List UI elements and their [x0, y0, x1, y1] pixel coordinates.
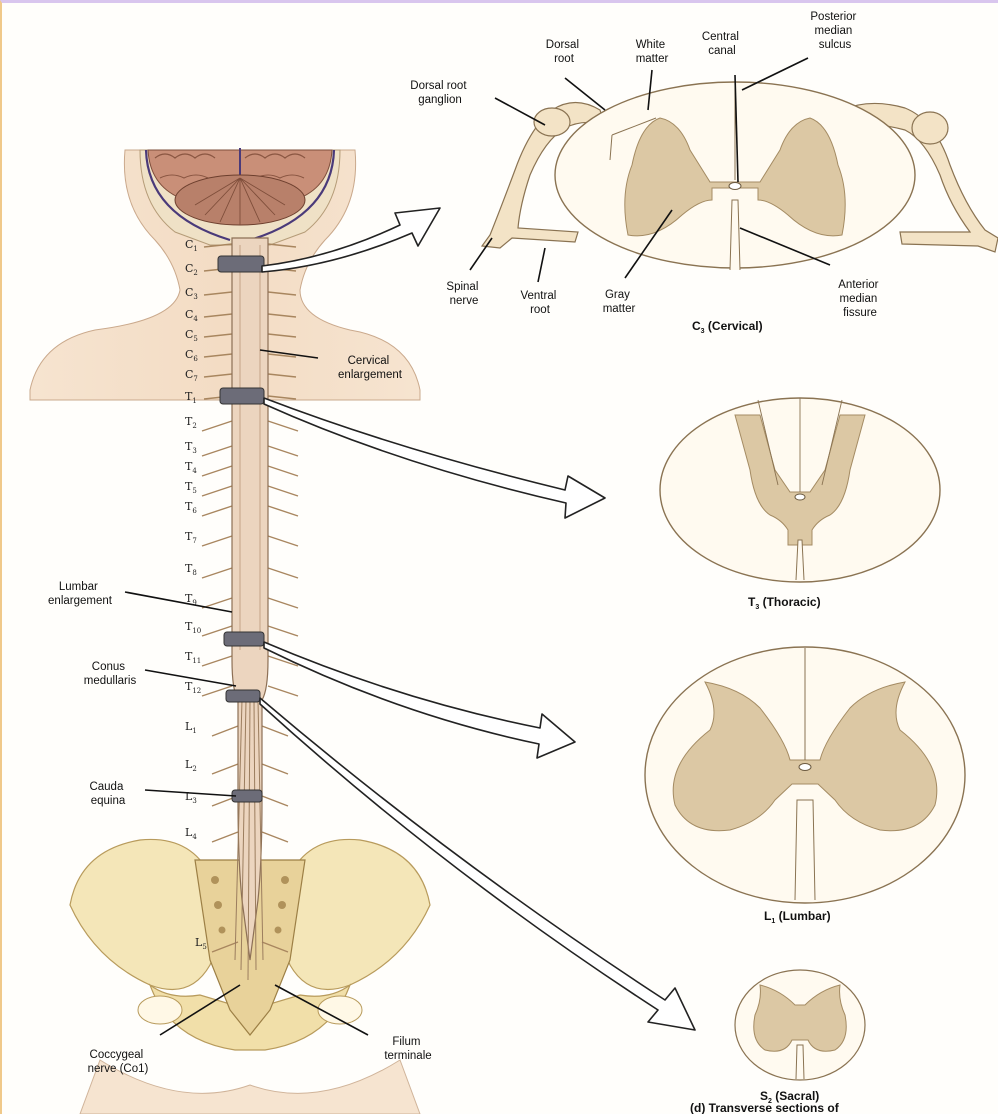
spinal-nerve-branch	[202, 506, 232, 516]
spinal-nerve-branch	[212, 832, 238, 842]
label-coccygeal-nerve: Coccygeal nerve (Co1)	[88, 1049, 149, 1075]
spinal-nerve-branch	[262, 796, 288, 806]
label-filum-terminale: Filum terminale	[384, 1036, 431, 1062]
label-gray-matter: Gray matter	[603, 289, 636, 315]
label-cauda-equina: Cauda equina	[89, 781, 126, 807]
sacral-section: S2 (Sacral)	[735, 970, 865, 1105]
vertebra-label: T3	[185, 440, 197, 455]
spinal-nerve-branch	[268, 686, 298, 696]
lumbar-central-canal	[799, 764, 811, 771]
vertebra-label: T5	[185, 480, 197, 495]
spinal-nerve-branch	[268, 446, 298, 456]
vertebra-label: T4	[185, 460, 197, 475]
spinal-nerve-branch	[268, 486, 298, 496]
label-spinal-nerve: Spinal nerve	[446, 281, 481, 307]
central-canal	[729, 183, 741, 190]
arrow-thoracic	[264, 398, 605, 518]
label-ventral-root: Ventral root	[520, 290, 559, 316]
vertebra-label: L4	[185, 826, 197, 841]
spinal-nerve-branch	[212, 764, 238, 774]
spinal-nerve-branch	[268, 568, 298, 578]
spinal-nerve-branch	[202, 466, 232, 476]
lumbar-section: L1 (Lumbar)	[645, 647, 965, 925]
vertebra-label: L1	[185, 720, 197, 735]
label-anterior-median-fissure: Anterior median fissure	[838, 279, 881, 319]
label-central-canal: Central canal	[702, 31, 742, 57]
spinal-nerve-branch	[202, 568, 232, 578]
vertebra-label: T10	[185, 620, 201, 635]
figure-caption: (d) Transverse sections of	[690, 1101, 840, 1114]
caption-lumbar: L1 (Lumbar)	[764, 909, 831, 925]
band-thoracic	[220, 388, 264, 404]
caption-cervical: C3 (Cervical)	[692, 319, 763, 335]
cervical-section: Dorsal root ganglion Dorsal root White m…	[410, 11, 998, 335]
dorsal-root-ganglion-right	[912, 112, 948, 144]
spinal-nerve-branch	[268, 598, 298, 608]
spinal-nerve-branch	[202, 656, 232, 666]
band-cervical	[218, 256, 264, 272]
spinal-nerve-branch	[262, 726, 288, 736]
spinal-nerve-branch	[202, 486, 232, 496]
vertebra-label: T12	[185, 680, 201, 695]
spinal-nerve-branch	[262, 764, 288, 774]
vertebra-label: T11	[185, 650, 201, 665]
vertebra-label: T2	[185, 415, 197, 430]
vertebra-label: T6	[185, 500, 197, 515]
spinal-nerve-branch	[268, 421, 298, 431]
label-dorsal-root-ganglion: Dorsal root ganglion	[410, 80, 469, 106]
thoracic-central-canal	[795, 494, 805, 500]
vertebra-label: T8	[185, 562, 197, 577]
spinal-nerve-branch	[262, 832, 288, 842]
band-sacral	[226, 690, 260, 702]
band-lumbar	[224, 632, 264, 646]
band-cauda	[232, 790, 262, 802]
thoracic-section: T3 (Thoracic)	[660, 398, 940, 611]
spinal-nerve-branch	[202, 421, 232, 431]
spinal-nerve-branch	[268, 536, 298, 546]
label-lumbar-enlargement: Lumbar enlargement	[48, 581, 113, 607]
spinal-nerve-branch	[202, 446, 232, 456]
label-white-matter: White matter	[636, 39, 669, 65]
spinal-nerve-branch	[268, 506, 298, 516]
spinal-nerve-branch	[268, 466, 298, 476]
label-posterior-median-sulcus: Posterior median sulcus	[810, 11, 859, 51]
vertebra-label: L2	[185, 758, 197, 773]
vertebra-label: T7	[185, 530, 197, 545]
caption-thoracic: T3 (Thoracic)	[748, 595, 821, 611]
label-dorsal-root: Dorsal root	[546, 39, 582, 65]
label-conus-medullaris: Conus medullaris	[84, 661, 137, 687]
spinal-nerve-branch	[268, 626, 298, 636]
spinal-nerve-branch	[212, 726, 238, 736]
spinal-nerve-branch	[202, 536, 232, 546]
